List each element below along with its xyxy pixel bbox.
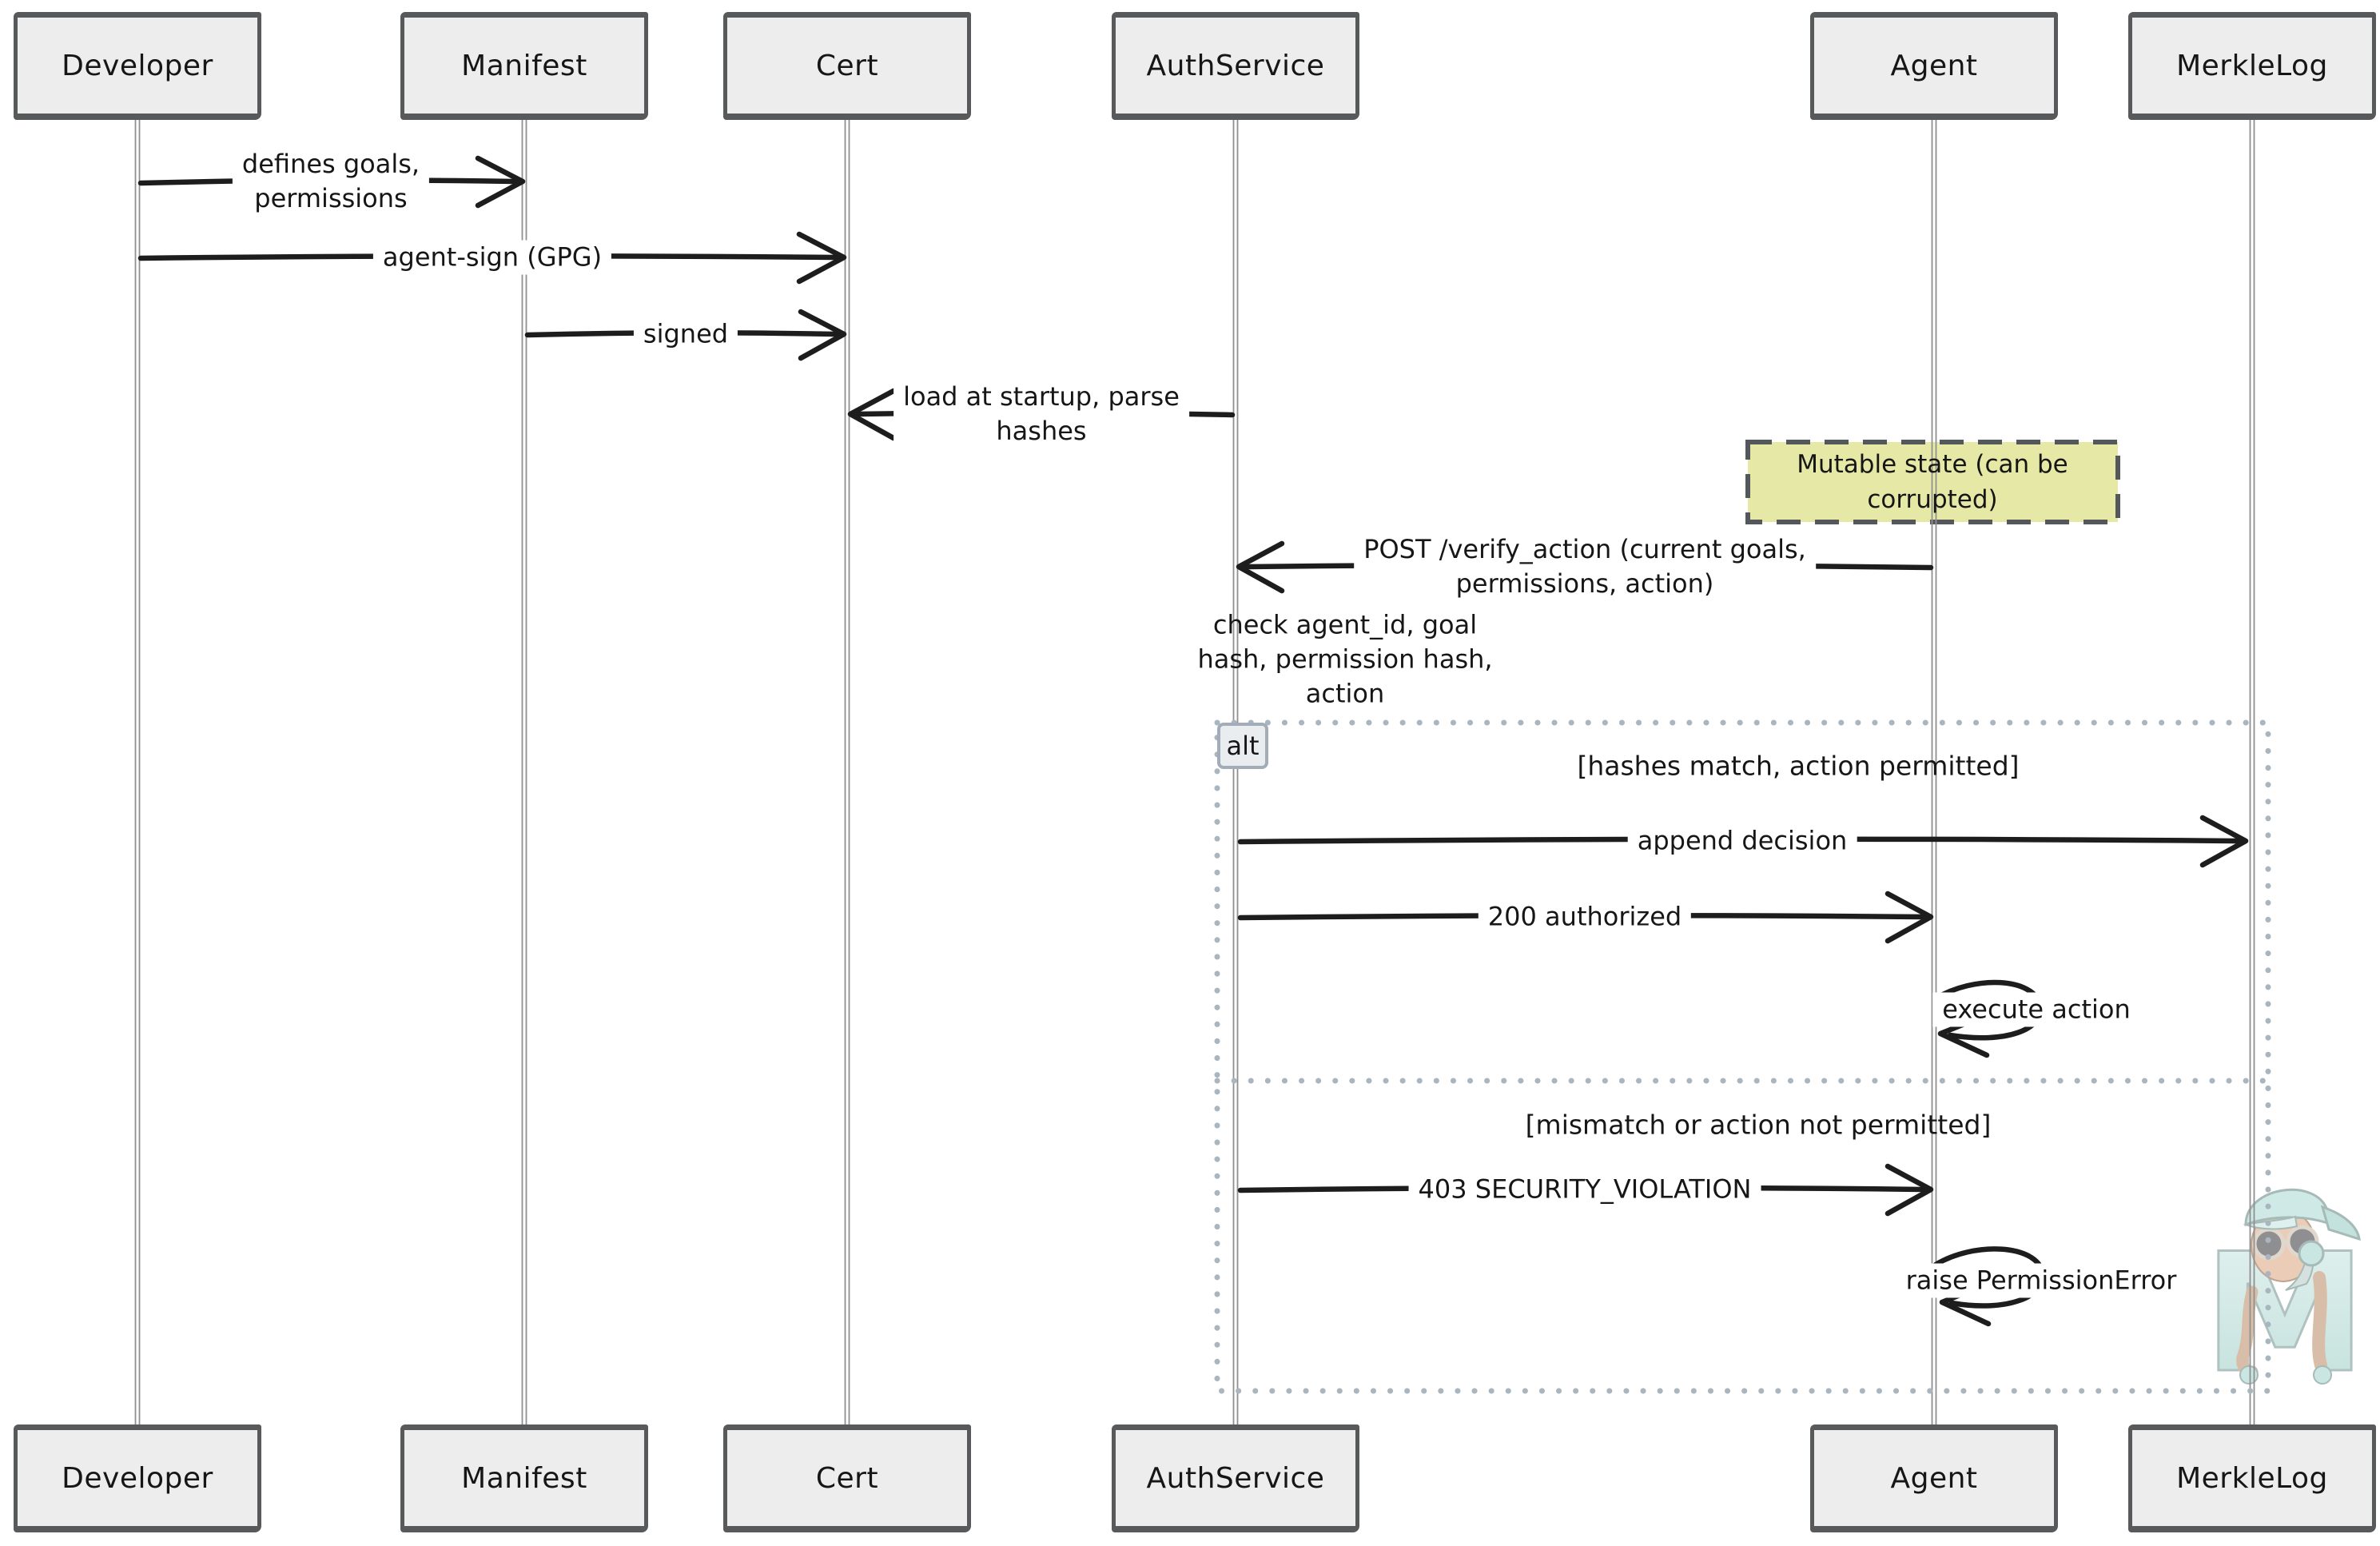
actor-bottom-developer: Developer [14,1424,261,1532]
actor-top-agent: Agent [1810,12,2058,120]
message-line: permissions, action) [1455,568,1714,599]
message-append-decision: append decision [1627,823,1857,859]
note-mutable-state: Mutable state (can be corrupted) [1797,447,2068,517]
message-agent-sign: agent-sign (GPG) [372,240,612,275]
actor-bottom-authservice: AuthService [1112,1424,1359,1532]
message-load-startup: load at startup, parse hashes [893,380,1189,448]
lifelines [134,120,2255,1424]
actor-bottom-merklelog: MerkleLog [2128,1424,2376,1532]
actor-label: Agent [1890,1461,1978,1495]
condition-text: [hashes match, action permitted] [1577,750,2020,782]
message-line: check agent_id, goal [1212,609,1478,640]
actor-bottom-manifest: Manifest [400,1424,648,1532]
actor-top-developer: Developer [14,12,261,120]
alt-label-text: alt [1226,731,1260,761]
message-line: POST /verify_action (current goals, [1363,534,1806,564]
message-defines-goals: defines goals, permissions [232,147,430,216]
message-line: 403 SECURITY_VIOLATION [1418,1173,1752,1205]
alt-condition-2: [mismatch or action not permitted] [1526,1108,1992,1142]
note-line: corrupted) [1867,485,1998,514]
message-line: permissions [254,183,408,213]
message-line: signed [643,318,729,349]
condition-text: [mismatch or action not permitted] [1525,1109,1992,1141]
alt-frame [1214,719,2271,1394]
actor-label: Manifest [461,49,587,82]
message-line: raise PermissionError [1905,1265,2177,1296]
actor-bottom-cert: Cert [723,1424,971,1532]
actor-label: Agent [1890,49,1978,82]
message-line: append decision [1637,825,1848,856]
actor-label: AuthService [1146,1461,1325,1495]
message-line: 200 authorized [1487,901,1682,932]
message-arrows [137,155,2249,1327]
actor-label: Developer [62,1461,213,1495]
message-line: load at startup, parse [903,381,1180,412]
alt-frame-label: alt [1217,723,1268,769]
message-signed: signed [633,317,738,352]
message-line: agent-sign (GPG) [382,241,603,273]
message-line: hash, permission hash, [1197,644,1493,675]
message-execute-action: execute action [1932,992,2140,1027]
actor-label: Manifest [461,1461,587,1495]
message-post-verify: POST /verify_action (current goals, perm… [1354,532,1816,601]
actor-top-authservice: AuthService [1112,12,1359,120]
message-line: execute action [1942,994,2131,1025]
actor-top-manifest: Manifest [400,12,648,120]
note-box [1745,440,2120,524]
mascot-watermark-icon: M [2203,1188,2368,1391]
actor-label: Developer [62,49,213,82]
message-line: hashes [996,416,1087,446]
message-check-hashes: check agent_id, goal hash, permission ha… [1197,608,1492,711]
actor-label: MerkleLog [2176,49,2328,82]
actor-label: Cert [815,1461,879,1495]
actor-top-cert: Cert [723,12,971,120]
message-raise-permission-error: raise PermissionError [1896,1263,2187,1298]
actor-bottom-agent: Agent [1810,1424,2058,1532]
note-line: Mutable state (can be [1797,450,2068,479]
alt-condition-1: [hashes match, action permitted] [1577,749,2019,783]
message-200-authorized: 200 authorized [1478,899,1692,934]
actor-label: MerkleLog [2176,1461,2328,1495]
message-403-violation: 403 SECURITY_VIOLATION [1408,1172,1761,1207]
actor-label: AuthService [1146,49,1325,82]
actor-top-merklelog: MerkleLog [2128,12,2376,120]
message-line: action [1305,678,1385,709]
actor-label: Cert [815,49,879,82]
message-line: defines goals, [241,149,420,179]
